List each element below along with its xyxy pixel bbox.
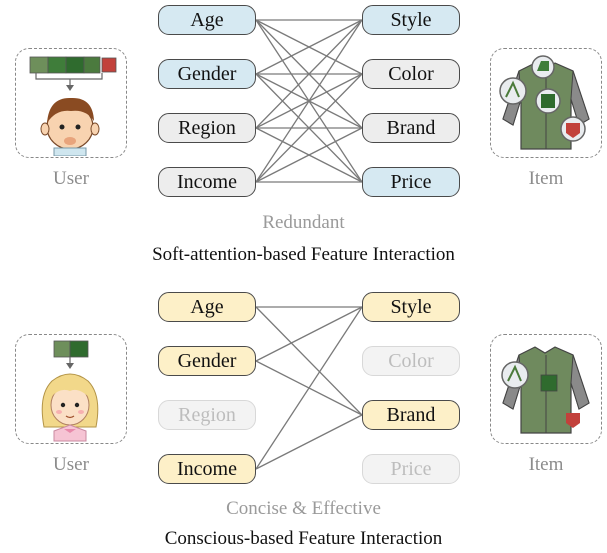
bottom-caption: Conscious-based Feature Interaction — [164, 528, 443, 549]
user-feature-gender: Gender — [158, 346, 256, 376]
item-label: Item — [528, 168, 564, 189]
user-feature-age: Age — [158, 5, 256, 35]
connection-line — [255, 73, 363, 183]
user-feature-region: Region — [158, 400, 256, 430]
item-feature-price: Price — [362, 454, 460, 484]
connection-line — [255, 306, 363, 470]
jacket-icon — [501, 346, 590, 434]
connection-line — [255, 306, 363, 416]
item-feature-brand: Brand — [362, 400, 460, 430]
top-caption: Soft-attention-based Feature Interaction — [152, 244, 455, 265]
item-frame — [490, 334, 602, 444]
user-feature-age: Age — [158, 292, 256, 322]
connection-line — [255, 414, 363, 470]
user-avatar-icon — [41, 340, 99, 442]
item-feature-style: Style — [362, 5, 460, 35]
item-feature-color: Color — [362, 346, 460, 376]
jacket-icon — [499, 55, 590, 150]
connection-line — [255, 19, 363, 129]
user-frame — [15, 334, 127, 444]
item-feature-style: Style — [362, 292, 460, 322]
item-feature-brand: Brand — [362, 113, 460, 143]
user-feature-income: Income — [158, 454, 256, 484]
item-feature-color: Color — [362, 59, 460, 89]
user-label: User — [53, 168, 89, 189]
user-avatar-icon — [29, 56, 117, 157]
soft-attention-panel: Age Gender Region Income Style Color Bra… — [0, 0, 607, 276]
connection-line — [255, 306, 363, 362]
item-feature-price: Price — [362, 167, 460, 197]
top-subtitle: Redundant — [262, 212, 345, 233]
connection-lines — [255, 19, 363, 183]
connection-line — [255, 127, 363, 183]
item-label: Item — [528, 454, 564, 475]
connection-line — [255, 19, 363, 183]
bottom-subtitle: Concise & Effective — [226, 498, 381, 519]
user-feature-region: Region — [158, 113, 256, 143]
conscious-panel: Age Gender Region Income Style Color Bra… — [0, 280, 607, 553]
connection-line — [255, 19, 363, 75]
user-label: User — [53, 454, 89, 475]
user-feature-income: Income — [158, 167, 256, 197]
user-frame — [15, 48, 127, 158]
connection-lines — [255, 306, 363, 470]
user-feature-gender: Gender — [158, 59, 256, 89]
item-frame — [490, 48, 602, 158]
